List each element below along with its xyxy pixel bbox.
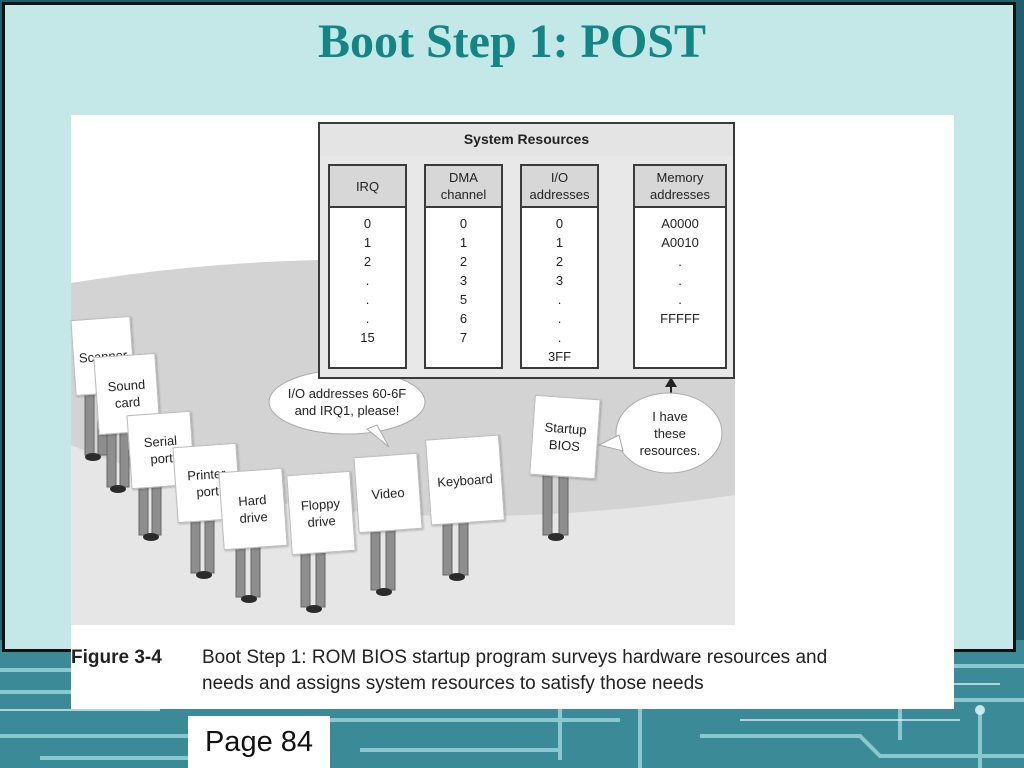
io-column-header: I/O addresses <box>522 166 597 208</box>
memory-column-header: Memory addresses <box>635 166 725 208</box>
irq-column: IRQ 0 1 2 . . . 15 <box>328 164 407 369</box>
memory-column: Memory addresses A0000 A0010 . . . FFFFF <box>633 164 727 369</box>
irq-column-header: IRQ <box>330 166 405 208</box>
figure-caption-text: Boot Step 1: ROM BIOS startup program su… <box>202 645 962 697</box>
figure-caption-line-2: needs and assigns system resources to sa… <box>202 673 704 694</box>
sign-video: Video <box>353 452 423 534</box>
memory-column-values: A0000 A0010 . . . FFFFF <box>660 216 700 326</box>
figure-caption-line-1: Boot Step 1: ROM BIOS startup program su… <box>202 647 828 668</box>
page-reference: Page 84 <box>188 716 330 768</box>
resource-columns: IRQ 0 1 2 . . . 15 DMA channel 0 1 2 3 5… <box>320 156 733 377</box>
dma-column: DMA channel 0 1 2 3 5 6 7 <box>424 164 503 369</box>
dma-column-values: 0 1 2 3 5 6 7 <box>459 216 468 345</box>
io-column-values: 0 1 2 3 . . . 3FF <box>547 216 572 364</box>
io-column: I/O addresses 0 1 2 3 . . . 3FF <box>520 164 599 369</box>
dma-column-header: DMA channel <box>426 166 501 208</box>
sign-startup-bios: Startup BIOS <box>529 394 601 480</box>
reply-speech-bubble: I have these resources. <box>639 409 701 458</box>
sign-keyboard: Keyboard <box>425 434 505 526</box>
system-resources-title: System Resources <box>320 124 733 158</box>
sign-floppy-drive: Floppy drive <box>286 470 356 556</box>
request-speech-bubble: I/O addresses 60-6F and IRQ1, please! <box>287 386 407 418</box>
figure-panel: System Resources IRQ 0 1 2 . . . 15 DMA … <box>70 115 954 709</box>
sign-hard-drive: Hard drive <box>218 467 288 551</box>
slide-title: Boot Step 1: POST <box>317 15 707 68</box>
figure-caption-label: Figure 3-4 <box>71 647 162 668</box>
irq-column-values: 0 1 2 . . . 15 <box>360 216 375 345</box>
system-resources-table: System Resources IRQ 0 1 2 . . . 15 DMA … <box>318 122 735 379</box>
